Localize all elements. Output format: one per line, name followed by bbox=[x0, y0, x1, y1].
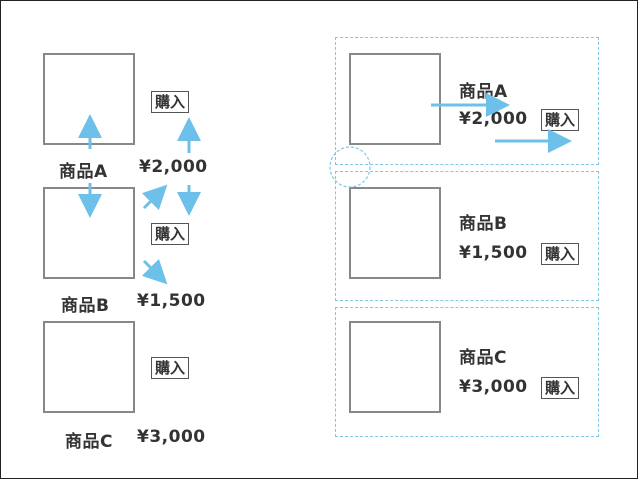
card-image-b bbox=[349, 187, 441, 279]
product-card-c[interactable] bbox=[335, 307, 599, 437]
product-name-c: 商品C bbox=[65, 432, 113, 452]
product-image-a bbox=[43, 53, 135, 145]
product-image-c bbox=[43, 321, 135, 413]
card-price-c: ¥3,000 bbox=[459, 377, 528, 397]
buy-button-c[interactable]: 購入 bbox=[151, 357, 190, 379]
card-price-a: ¥2,000 bbox=[459, 109, 528, 129]
arrow-diag-to-price-b bbox=[141, 258, 168, 285]
buy-button-a[interactable]: 購入 bbox=[151, 91, 190, 113]
card-buy-button-a[interactable]: 購入 bbox=[541, 109, 580, 131]
buy-button-b[interactable]: 購入 bbox=[151, 223, 190, 245]
product-price-c: ¥3,000 bbox=[137, 427, 206, 447]
card-buy-button-c[interactable]: 購入 bbox=[541, 377, 580, 399]
product-card-b[interactable] bbox=[335, 171, 599, 301]
card-price-b: ¥1,500 bbox=[459, 243, 528, 263]
product-price-b: ¥1,500 bbox=[137, 291, 206, 311]
card-image-a bbox=[349, 53, 441, 145]
card-buy-button-b[interactable]: 購入 bbox=[541, 243, 580, 265]
product-name-b: 商品B bbox=[61, 296, 110, 316]
card-name-c: 商品C bbox=[459, 348, 507, 368]
card-name-a: 商品A bbox=[459, 82, 508, 102]
card-name-b: 商品B bbox=[459, 214, 508, 234]
product-card-a[interactable] bbox=[335, 37, 599, 165]
product-name-a: 商品A bbox=[59, 162, 108, 182]
product-price-a: ¥2,000 bbox=[139, 157, 208, 177]
card-image-c bbox=[349, 321, 441, 413]
product-image-b bbox=[43, 187, 135, 279]
arrow-diag-to-price-a bbox=[141, 184, 168, 211]
